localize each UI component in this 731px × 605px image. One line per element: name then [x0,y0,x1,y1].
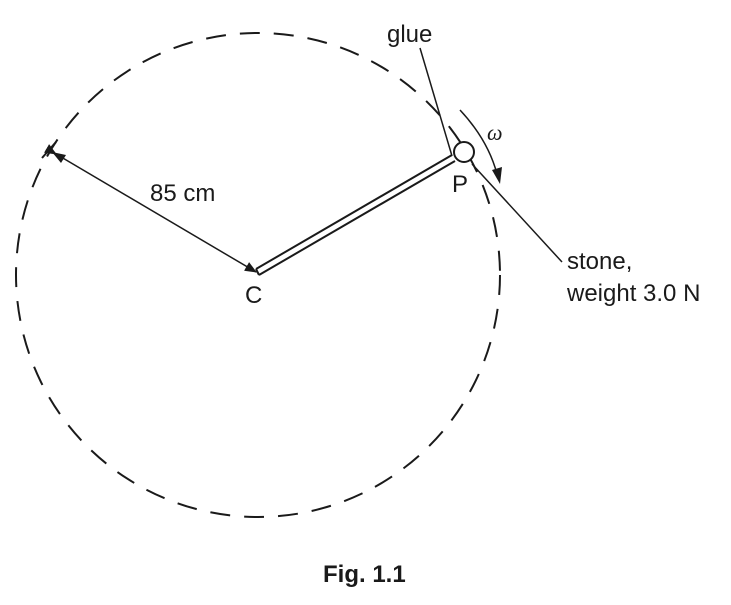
radius-arrowhead-start [52,152,66,163]
glue-label: glue [387,21,432,48]
dashed-circular-path [15,32,501,518]
figure-caption: Fig. 1.1 [323,561,406,588]
centre-c-label: C [245,282,262,309]
rod-line-upper [255,154,453,270]
stone-label-line2: weight 3.0 N [566,280,700,307]
angular-velocity-arrow [459,109,498,175]
angular-velocity-arrowhead [492,167,502,184]
stone-leader-line [471,163,563,263]
rod-end-cap [255,268,260,276]
stone-label-line1: stone, [567,248,632,275]
stone [453,141,475,163]
radius-label: 85 cm [150,180,215,207]
point-p-label: P [452,171,468,198]
omega-label: ω [487,120,503,145]
radius-end-tick [41,141,57,159]
glue-leader-line [419,47,453,157]
rod-line-lower [258,160,456,276]
radius-arrow [43,144,257,273]
